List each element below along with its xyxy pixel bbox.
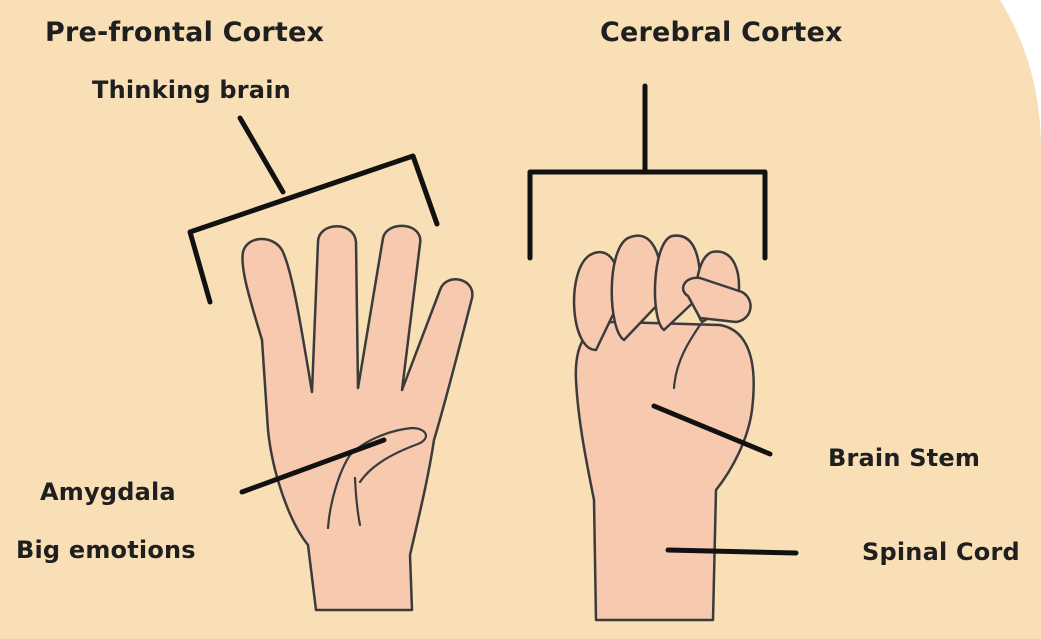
spinal-cord-pointer [668,550,796,553]
big-emotions-label: Big emotions [16,538,196,562]
cerebral-cortex-label: Cerebral Cortex [600,19,843,46]
prefrontal-cortex-label: Pre-frontal Cortex [45,19,324,46]
amygdala-label: Amygdala [40,480,176,504]
brain-stem-label: Brain Stem [828,446,980,470]
spinal-cord-label: Spinal Cord [862,540,1020,564]
thinking-brain-label: Thinking brain [92,78,291,102]
